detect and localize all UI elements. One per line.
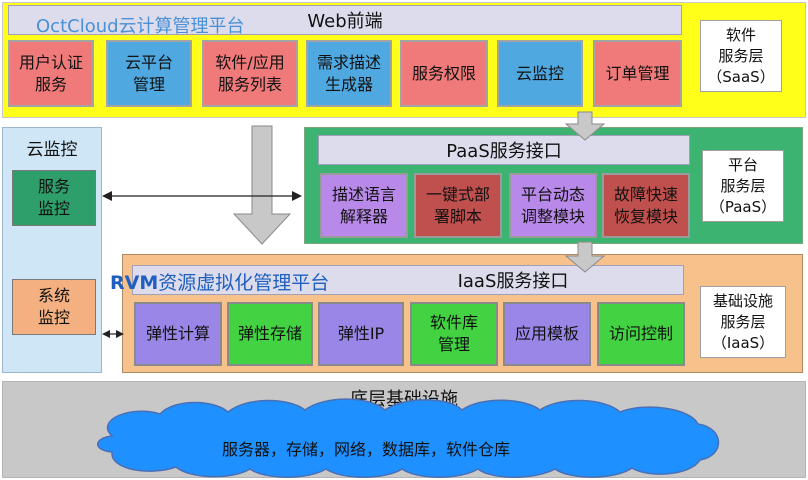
- rvm-prefix: RVM: [110, 272, 159, 294]
- cloud-monitor-title: 云监控: [26, 140, 78, 160]
- service-permission-box: 服务权限: [400, 40, 488, 107]
- paas-layer-label: 平台 服务层 （PaaS）: [702, 150, 784, 222]
- web-frontend-header: Web前端: [8, 5, 682, 35]
- paas-interface-label: PaaS服务接口: [446, 141, 562, 162]
- iaas-interface-label: IaaS服务接口: [457, 271, 569, 292]
- elastic-compute-box: 弹性计算: [134, 302, 222, 366]
- infrastructure-cloud-shape: [97, 398, 720, 478]
- monitor-paas-double-arrow: [102, 191, 302, 201]
- platform-dynamic-adjust-box: 平台动态 调整模块: [509, 173, 597, 238]
- paas-interface-header: PaaS服务接口: [318, 135, 690, 165]
- app-template-box: 应用模板: [503, 302, 591, 366]
- rvm-title-rest: 资源虚拟化管理平台: [158, 272, 330, 294]
- elastic-storage-box: 弹性存储: [227, 302, 313, 366]
- saas-to-paas-arrow: [564, 111, 606, 141]
- platform-title: OctCloud云计算管理平台: [36, 16, 245, 37]
- system-monitor-box: 系统 监控: [12, 279, 96, 335]
- elastic-ip-box: 弹性IP: [318, 302, 404, 366]
- saas-layer-label: 软件 服务层 （SaaS）: [700, 20, 782, 92]
- description-language-interpreter-box: 描述语言 解释器: [320, 173, 408, 238]
- paas-to-iaas-arrow: [564, 241, 606, 273]
- user-auth-service-box: 用户认证 服务: [8, 40, 94, 107]
- web-frontend-label: Web前端: [307, 11, 383, 32]
- iaas-interface-header: IaaS服务接口: [132, 265, 684, 295]
- monitor-iaas-double-arrow: [102, 330, 124, 338]
- one-click-deploy-script-box: 一键式部 署脚本: [414, 173, 502, 238]
- fault-fast-recovery-box: 故障快速 恢复模块: [602, 173, 690, 238]
- software-app-service-list-box: 软件/应用 服务列表: [202, 40, 298, 107]
- service-monitor-box: 服务 监控: [12, 170, 96, 226]
- infrastructure-cloud-label: 服务器，存储，网络，数据库，软件仓库: [222, 440, 511, 459]
- cloud-platform-management-box: 云平台 管理: [106, 40, 192, 107]
- saas-to-iaas-arrow: [232, 125, 292, 245]
- requirement-description-generator-box: 需求描述 生成器: [306, 40, 392, 107]
- software-repo-management-box: 软件库 管理: [410, 302, 498, 366]
- access-control-box: 访问控制: [597, 302, 685, 366]
- rvm-platform-title: RVM资源虚拟化管理平台: [110, 268, 329, 295]
- cloud-monitoring-box: 云监控: [497, 40, 583, 107]
- order-management-box: 订单管理: [593, 40, 682, 107]
- iaas-layer-label: 基础设施 服务层 （IaaS）: [700, 286, 786, 358]
